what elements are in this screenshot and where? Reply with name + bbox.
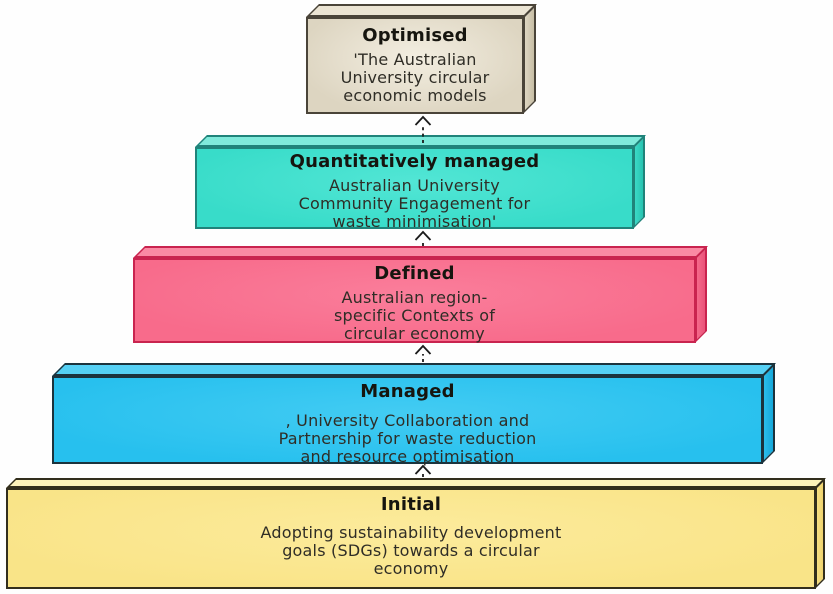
level-description: Adopting sustainability development goal… [260, 522, 562, 578]
box-top-face [133, 246, 708, 258]
box-front-face: Quantitatively managed Australian Univer… [195, 147, 634, 231]
box-front-face: Optimised 'The Australian University cir… [306, 17, 524, 114]
level-description: Australian region- specific Contexts of … [333, 287, 496, 343]
box-side-face [633, 135, 645, 229]
box-front-face: Initial Adopting sustainability developm… [6, 488, 816, 589]
box-top-face [195, 135, 646, 147]
box-side-face [815, 478, 825, 589]
level-heading: Defined [374, 263, 455, 284]
box-top-face [6, 478, 826, 488]
level-description: 'The Australian University circular econ… [340, 49, 490, 105]
level-heading: Managed [360, 381, 455, 402]
level-heading: Initial [380, 494, 442, 515]
box-top-face [306, 4, 537, 17]
arrow-up-icon [414, 464, 432, 477]
arrow-up-icon [414, 230, 432, 246]
arrow-up-icon [414, 344, 432, 362]
box-front-face: Managed , University Collaboration and P… [52, 376, 763, 466]
level-description: , University Collaboration and Partnersh… [278, 410, 537, 466]
level-heading: Quantitatively managed [289, 151, 540, 172]
box-side-face [762, 363, 775, 464]
box-side-face [523, 4, 536, 114]
box-top-face [52, 363, 776, 376]
box-side-face [695, 246, 707, 343]
box-front-face: Defined Australian region- specific Cont… [133, 258, 696, 343]
level-heading: Optimised [362, 25, 468, 46]
level-description: Australian University Community Engageme… [298, 175, 531, 231]
